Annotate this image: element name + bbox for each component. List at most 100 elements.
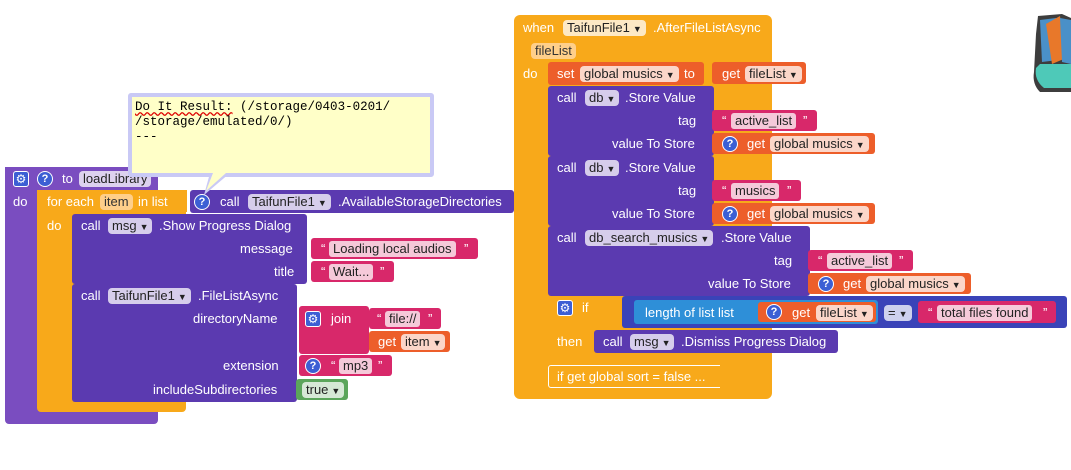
mutator-gear-icon[interactable]: ⚙ [305, 311, 321, 327]
length-of-list-label: length of list list [645, 305, 734, 320]
get-label: get [378, 334, 397, 349]
event-param-field[interactable]: fileList [531, 43, 576, 59]
variable-dropdown[interactable]: fileList▼ [745, 66, 802, 82]
value-to-store-label: value To Store [612, 206, 695, 221]
for-each-do-label: do [47, 218, 62, 233]
dropdown-arrow-icon: ▼ [139, 222, 149, 232]
help-icon[interactable]: ? [766, 304, 782, 320]
call-label: call [81, 218, 101, 233]
in-list-label: in list [138, 194, 168, 209]
join-label: join [331, 311, 352, 326]
then-label: then [557, 334, 583, 349]
file-prefix-string[interactable]: file:// [385, 311, 421, 327]
call-label: call [603, 334, 623, 349]
component-dropdown[interactable]: msg▼ [108, 218, 153, 234]
dropdown-arrow-icon: ▼ [951, 280, 961, 290]
if-label: if [582, 300, 589, 315]
call-label: call [81, 288, 101, 303]
component-dropdown[interactable]: db▼ [585, 160, 620, 176]
method-label: .Dismiss Progress Dialog [681, 334, 827, 349]
dropdown-arrow-icon: ▼ [331, 386, 341, 396]
extension-string[interactable]: mp3 [339, 358, 373, 374]
help-icon[interactable]: ? [194, 194, 210, 210]
variable-dropdown[interactable]: global musics▼ [580, 66, 679, 82]
operator-dropdown[interactable]: =▼ [884, 305, 912, 321]
mutator-gear-icon[interactable]: ⚙ [557, 300, 573, 316]
value-to-store-label: value To Store [612, 136, 695, 151]
method-label: .FileListAsync [198, 288, 279, 303]
directory-name-label: directoryName [193, 311, 278, 326]
call-label: call [557, 160, 577, 175]
value-to-store-label: value To Store [708, 276, 791, 291]
dropdown-arrow-icon: ▼ [606, 164, 616, 174]
variable-dropdown[interactable]: global musics▼ [770, 136, 869, 152]
get-label: get [747, 206, 766, 221]
tag-string[interactable]: active_list [731, 113, 797, 129]
dropdown-arrow-icon: ▼ [898, 309, 908, 319]
component-dropdown[interactable]: TaifunFile1▼ [248, 194, 331, 210]
get-label: get [722, 66, 741, 81]
variable-dropdown[interactable]: item▼ [401, 334, 446, 350]
for-each-var-field[interactable]: item [100, 194, 133, 210]
store-value-block-2[interactable] [548, 156, 714, 226]
dropdown-arrow-icon: ▼ [700, 234, 710, 244]
component-dropdown[interactable]: TaifunFile1▼ [563, 20, 646, 36]
dropdown-arrow-icon: ▼ [859, 309, 869, 319]
bubble-pointer [204, 173, 230, 195]
event-label: .AfterFileListAsync [653, 20, 761, 35]
compare-string[interactable]: total files found [937, 305, 1033, 321]
component-dropdown[interactable]: TaifunFile1▼ [108, 288, 191, 304]
call-label: call [220, 194, 240, 209]
tag-label: tag [678, 113, 697, 128]
variable-dropdown[interactable]: global musics▼ [866, 276, 965, 292]
method-label: .Store Value [721, 230, 792, 245]
mutator-gear-icon[interactable]: ⚙ [13, 171, 29, 187]
component-dropdown[interactable]: db_search_musics▼ [585, 230, 714, 246]
store-value-block-1[interactable] [548, 86, 714, 156]
message-string[interactable]: Loading local audios [329, 241, 456, 257]
do-it-result-bubble[interactable]: Do It Result: (/storage/0403-0201/ /stor… [128, 93, 434, 177]
dropdown-arrow-icon: ▼ [665, 70, 675, 80]
dropdown-arrow-icon: ▼ [855, 210, 865, 220]
help-icon[interactable]: ? [37, 171, 53, 187]
component-dropdown[interactable]: db▼ [585, 90, 620, 106]
get-label: get [747, 136, 766, 151]
boolean-dropdown[interactable]: true▼ [302, 382, 345, 398]
proc-do-label: do [13, 194, 28, 209]
variable-dropdown[interactable]: global musics▼ [770, 206, 869, 222]
method-label: .Store Value [625, 90, 696, 105]
for-each-label: for each [47, 194, 94, 209]
help-icon[interactable]: ? [818, 276, 834, 292]
help-icon[interactable]: ? [722, 206, 738, 222]
when-label: when [523, 20, 555, 35]
collapsed-label: if get global sort = false ... [557, 369, 706, 384]
include-subdirectories-label: includeSubdirectories [153, 382, 278, 397]
event-do-label: do [523, 66, 538, 81]
proc-to-label: to [62, 171, 73, 186]
help-icon[interactable]: ? [722, 136, 738, 152]
variable-dropdown[interactable]: fileList▼ [816, 305, 873, 321]
mascot-icon[interactable] [1030, 14, 1071, 92]
extension-label: extension [223, 358, 279, 373]
dropdown-arrow-icon: ▼ [606, 94, 616, 104]
tag-label: tag [774, 253, 793, 268]
help-icon[interactable]: ? [305, 358, 321, 374]
tag-string[interactable]: musics [731, 183, 780, 199]
message-label: message [240, 241, 293, 256]
method-label: .Store Value [625, 160, 696, 175]
dropdown-arrow-icon: ▼ [632, 24, 642, 34]
set-label: set [557, 66, 575, 81]
title-label: title [274, 264, 295, 279]
dropdown-arrow-icon: ▼ [317, 198, 327, 208]
do-it-result-label: Do It Result: [135, 100, 233, 114]
get-label: get [843, 276, 862, 291]
title-string[interactable]: Wait... [329, 264, 374, 280]
tag-string[interactable]: active_list [827, 253, 893, 269]
do-it-result-line2: /storage/emulated/0/) [135, 115, 293, 129]
dropdown-arrow-icon: ▼ [661, 338, 671, 348]
component-dropdown[interactable]: msg▼ [630, 334, 675, 350]
dropdown-arrow-icon: ▼ [432, 338, 442, 348]
dropdown-arrow-icon: ▼ [855, 140, 865, 150]
do-it-result-line3: --- [135, 130, 158, 144]
